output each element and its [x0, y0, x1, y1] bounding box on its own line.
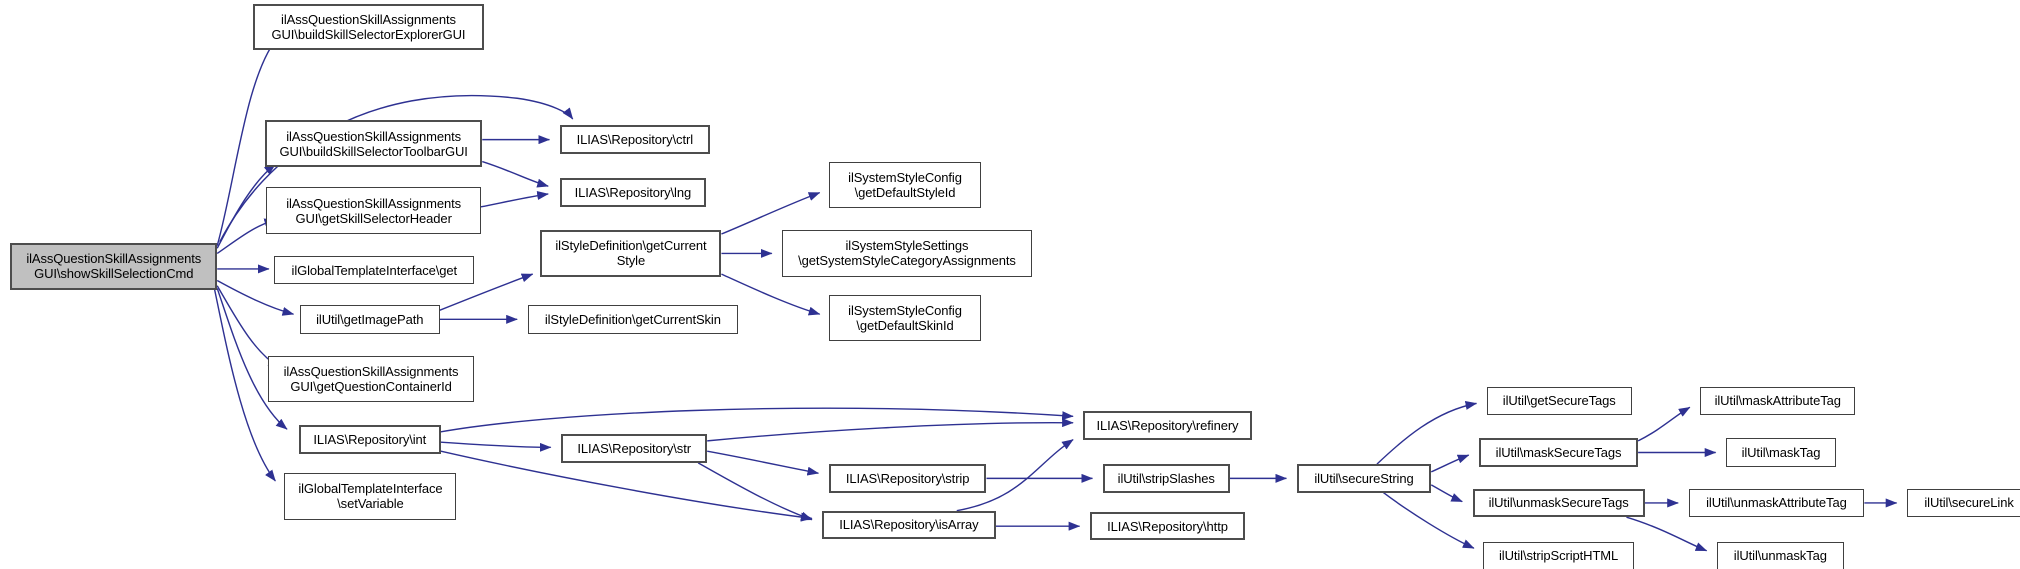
graph-node-getQuestionContainerId[interactable]: ilAssQuestionSkillAssignments GUI\getQue… [267, 355, 475, 403]
graph-node-unmaskSecureTags[interactable]: ilUtil\unmaskSecureTags [1472, 488, 1645, 518]
graph-edge-maskSecureTags-to-maskAttributeTag [1637, 406, 1691, 442]
graph-node-repoIsArray[interactable]: ILIAS\Repository\isArray [822, 510, 996, 540]
graph-node-unmaskTag[interactable]: ilUtil\unmaskTag [1716, 541, 1844, 569]
graph-node-maskAttributeTag[interactable]: ilUtil\maskAttributeTag [1700, 386, 1856, 415]
graph-node-maskSecureTags[interactable]: ilUtil\maskSecureTags [1479, 438, 1639, 467]
graph-node-getCurrentSkin[interactable]: ilStyleDefinition\getCurrentSkin [527, 305, 739, 334]
graph-edge-getCurrentStyle-to-getDefaultStyleId [721, 191, 821, 235]
graph-edge-repoStr-to-repoIsArray [697, 462, 813, 521]
graph-node-getSkillSelectorHeader[interactable]: ilAssQuestionSkillAssignments GUI\getSki… [266, 187, 481, 234]
graph-node-secureLink[interactable]: ilUtil\secureLink [1907, 488, 2020, 518]
graph-edge-repoStr-to-repoRefinery [707, 418, 1074, 442]
graph-node-getImagePath[interactable]: ilUtil\getImagePath [299, 305, 440, 334]
graph-edge-secureString-to-stripScriptHTML [1382, 492, 1475, 549]
graph-node-repoInt[interactable]: ILIAS\Repository\int [298, 425, 441, 454]
graph-edge-showSkillSelectionCmd-to-getImagePath [216, 279, 295, 316]
graph-node-repoStrip[interactable]: ILIAS\Repository\strip [828, 464, 987, 493]
graph-node-repoHttp[interactable]: ILIAS\Repository\http [1089, 511, 1246, 541]
graph-node-buildSkillSelectorExplorerGUI[interactable]: ilAssQuestionSkillAssignments GUI\buildS… [253, 3, 484, 51]
graph-node-getDefaultSkinId[interactable]: ilSystemStyleConfig \getDefaultSkinId [828, 294, 982, 342]
graph-node-getDefaultStyleId[interactable]: ilSystemStyleConfig \getDefaultStyleId [828, 161, 982, 209]
graph-node-secureString[interactable]: ilUtil\secureString [1296, 464, 1432, 493]
graph-edge-repoInt-to-repoStr [440, 441, 552, 452]
graph-edge-repoStr-to-repoStrip [707, 450, 820, 476]
graph-node-stripSlashes[interactable]: ilUtil\stripSlashes [1102, 464, 1230, 493]
graph-edge-repoInt-to-repoRefinery [440, 407, 1074, 433]
graph-node-unmaskAttributeTag[interactable]: ilUtil\unmaskAttributeTag [1688, 488, 1865, 518]
graph-edge-getSkillSelectorHeader-to-repoLng [480, 191, 549, 208]
graph-edge-secureString-to-getSecureTags [1376, 400, 1478, 465]
graph-edge-secureString-to-unmaskSecureTags [1430, 484, 1463, 503]
graph-node-repoCtrl[interactable]: ILIAS\Repository\ctrl [559, 125, 710, 154]
graph-node-setVariable[interactable]: ilGlobalTemplateInterface \setVariable [284, 473, 457, 520]
graph-edge-buildSkillSelectorToolbarGUI-to-repoLng [482, 160, 549, 188]
graph-edge-secureString-to-maskSecureTags [1430, 454, 1470, 473]
graph-node-buildSkillSelectorToolbarGUI[interactable]: ilAssQuestionSkillAssignments GUI\buildS… [265, 120, 483, 167]
graph-node-stripScriptHTML[interactable]: ilUtil\stripScriptHTML [1482, 541, 1635, 569]
graph-node-repoStr[interactable]: ILIAS\Repository\str [561, 434, 708, 463]
graph-node-getSystemStyleCategoryAssignments[interactable]: ilSystemStyleSettings \getSystemStyleCat… [782, 230, 1032, 277]
graph-node-maskTag[interactable]: ilUtil\maskTag [1726, 438, 1836, 467]
graph-node-repoRefinery[interactable]: ILIAS\Repository\refinery [1083, 411, 1252, 440]
graph-edge-unmaskSecureTags-to-unmaskTag [1626, 516, 1708, 552]
graph-node-getSecureTags[interactable]: ilUtil\getSecureTags [1486, 386, 1632, 415]
graph-node-repoLng[interactable]: ILIAS\Repository\lng [559, 178, 706, 207]
graph-node-showSkillSelectionCmd[interactable]: ilAssQuestionSkillAssignments GUI\showSk… [10, 243, 218, 290]
graph-edge-showSkillSelectionCmd-to-setVariable [213, 289, 276, 482]
graph-node-ilGlobalTemplateInterfaceGet[interactable]: ilGlobalTemplateInterface\get [274, 255, 475, 285]
graph-node-getCurrentStyle[interactable]: ilStyleDefinition\getCurrent Style [540, 230, 722, 277]
